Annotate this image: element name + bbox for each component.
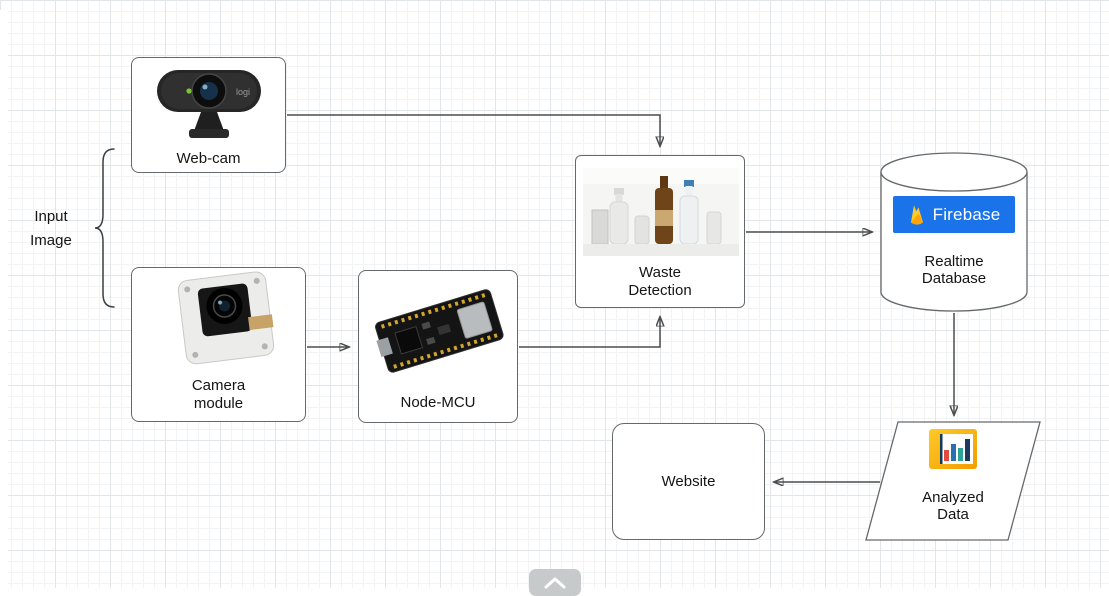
webcam-label: Web-cam — [176, 149, 241, 167]
curly-brace — [94, 148, 115, 308]
parallelogram-shape — [865, 421, 1041, 541]
node-nodemcu[interactable]: Node-MCU — [358, 270, 518, 423]
waste-bottles-photo-icon — [583, 168, 739, 256]
camera-module-photo-icon — [177, 271, 275, 365]
camera-module-label: Camera module — [191, 377, 246, 412]
edge-webcam-to-waste-detection[interactable] — [287, 114, 660, 146]
node-waste-detection[interactable]: Waste Detection — [575, 155, 745, 308]
realtime-database-label: Realtime Database — [921, 253, 987, 288]
nodemcu-label: Node-MCU — [400, 393, 476, 411]
page-left-edge — [0, 10, 8, 596]
node-analyzed-data[interactable]: Analyzed Data — [860, 421, 1046, 542]
input-image-label: Input Image — [30, 208, 72, 249]
node-webcam[interactable]: logi Web-cam — [131, 57, 286, 173]
firebase-logo-text: Firebase — [932, 204, 1001, 224]
collapse-panel-button[interactable] — [529, 569, 581, 596]
chevron-up-icon — [544, 577, 566, 588]
edge-nodemcu-to-waste-detection[interactable] — [519, 317, 660, 348]
firebase-flame-icon — [910, 204, 923, 225]
analyzed-data-label: Analyzed Data — [922, 489, 984, 524]
webcam-brand-text: logi — [236, 87, 250, 97]
node-website[interactable]: Website — [612, 423, 765, 540]
node-realtime-database[interactable]: Firebase Realtime Database — [880, 152, 1028, 312]
waste-detection-label: Waste Detection — [628, 264, 692, 299]
bar-chart-icon — [929, 429, 977, 469]
firebase-logo: Firebase — [893, 196, 1015, 233]
webcam-photo-icon: logi — [157, 70, 261, 138]
nodemcu-board-photo-icon — [375, 289, 504, 373]
website-label: Website — [661, 472, 716, 490]
node-camera-module[interactable]: Camera module — [131, 267, 306, 422]
